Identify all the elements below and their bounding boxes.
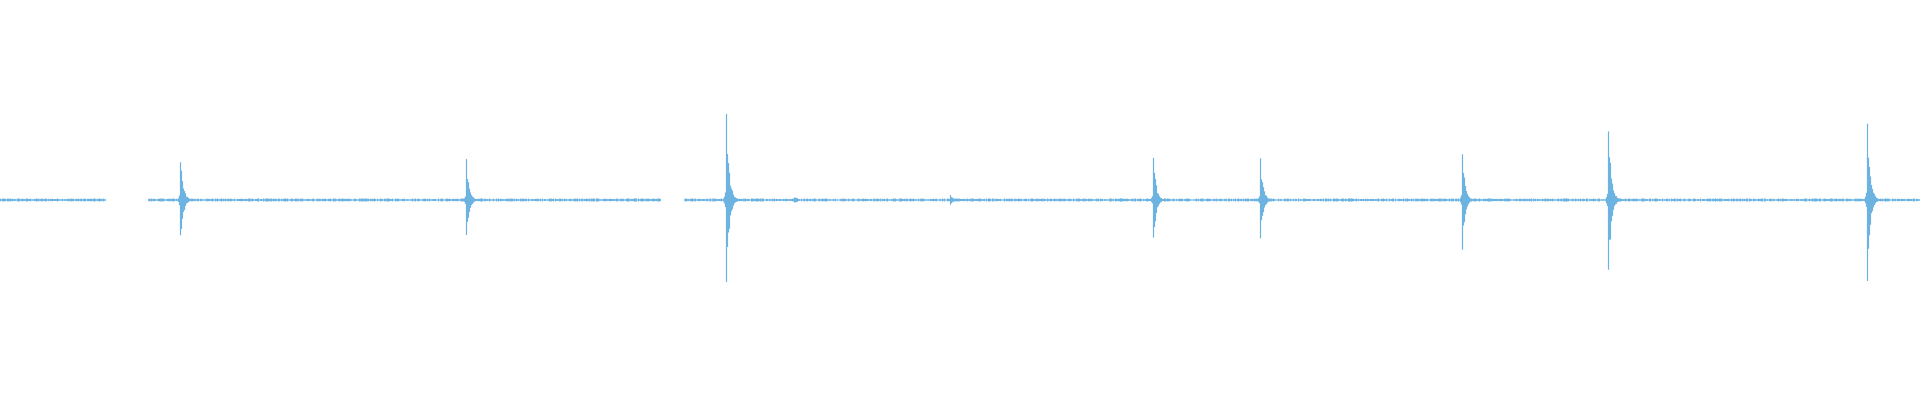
waveform-peak-6: [1257, 158, 1276, 239]
waveform-peak-4: [947, 195, 966, 205]
waveform-trace: [0, 113, 1920, 282]
waveform-peak-9: [1864, 123, 1883, 281]
waveform-peak-3: [723, 113, 742, 282]
waveform-peak-5: [1150, 157, 1169, 238]
waveform-peak-8: [1605, 131, 1624, 270]
waveform-peak-1: [177, 162, 196, 236]
waveform-peak-7: [1459, 154, 1478, 250]
waveform-peak-2: [463, 159, 482, 235]
waveform-baseline: [0, 197, 1920, 203]
